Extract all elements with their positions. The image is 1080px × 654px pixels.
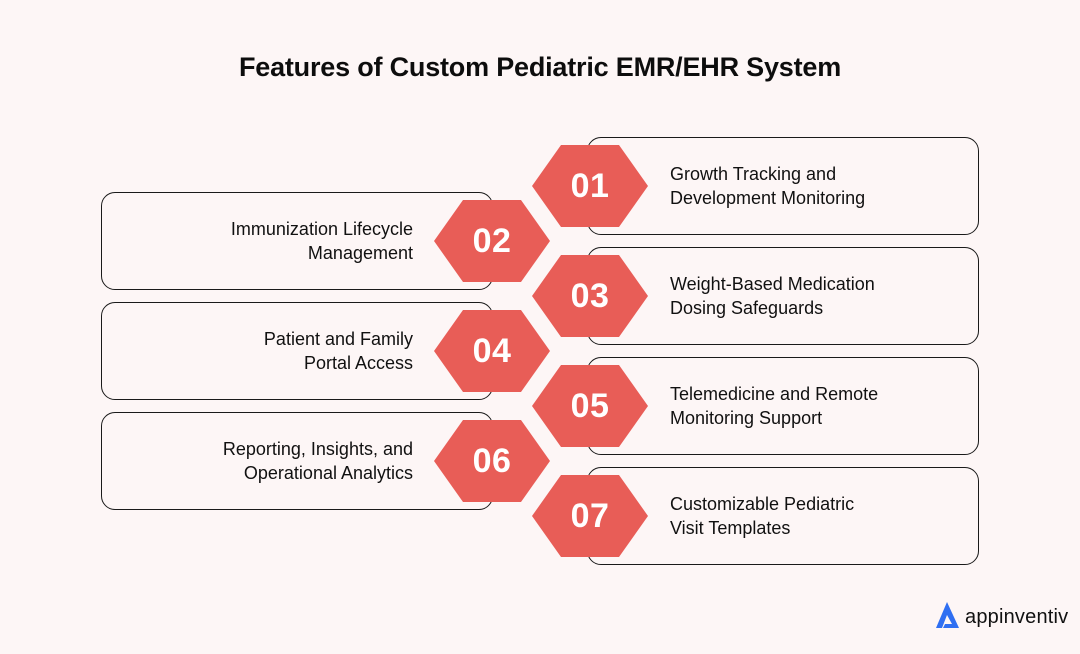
feature-card-07: Customizable Pediatric Visit Templates bbox=[587, 467, 979, 565]
feature-card-01: Growth Tracking and Development Monitori… bbox=[587, 137, 979, 235]
feature-label: Patient and Family Portal Access bbox=[264, 327, 413, 375]
feature-card-05: Telemedicine and Remote Monitoring Suppo… bbox=[587, 357, 979, 455]
feature-label: Telemedicine and Remote Monitoring Suppo… bbox=[670, 382, 878, 430]
feature-label-line: Weight-Based Medication bbox=[670, 274, 875, 294]
feature-card-04: Patient and Family Portal Access bbox=[101, 302, 493, 400]
feature-card-03: Weight-Based Medication Dosing Safeguard… bbox=[587, 247, 979, 345]
appinventiv-a-icon bbox=[933, 600, 961, 635]
feature-label-line: Immunization Lifecycle bbox=[230, 219, 413, 239]
page-title: Features of Custom Pediatric EMR/EHR Sys… bbox=[238, 52, 842, 82]
feature-label-line: Dosing Safeguards bbox=[670, 298, 824, 318]
feature-label-line: Development Monitoring bbox=[670, 188, 866, 208]
feature-label: Weight-Based Medication Dosing Safeguard… bbox=[670, 272, 875, 320]
feature-label-line: Growth Tracking and bbox=[670, 164, 837, 184]
feature-label-line: Telemedicine and Remote bbox=[670, 384, 879, 404]
feature-label-line: Reporting, Insights, and bbox=[222, 439, 413, 459]
feature-label: Reporting, Insights, and Operational Ana… bbox=[223, 437, 413, 485]
logo-text: appinventiv bbox=[965, 605, 1069, 628]
feature-label: Customizable Pediatric Visit Templates bbox=[670, 492, 854, 540]
feature-label-line: Customizable Pediatric bbox=[670, 494, 855, 514]
appinventiv-logo: appinventiv bbox=[933, 601, 1068, 633]
feature-label-line: Patient and Family bbox=[263, 329, 413, 349]
feature-label-line: Portal Access bbox=[303, 353, 413, 373]
feature-label-line: Monitoring Support bbox=[670, 408, 823, 428]
feature-label-line: Management bbox=[307, 243, 413, 263]
feature-label-line: Visit Templates bbox=[670, 518, 791, 538]
feature-label: Immunization Lifecycle Management bbox=[231, 217, 413, 265]
feature-card-06: Reporting, Insights, and Operational Ana… bbox=[101, 412, 493, 510]
feature-label: Growth Tracking and Development Monitori… bbox=[670, 162, 865, 210]
feature-label-line: Operational Analytics bbox=[243, 463, 413, 483]
